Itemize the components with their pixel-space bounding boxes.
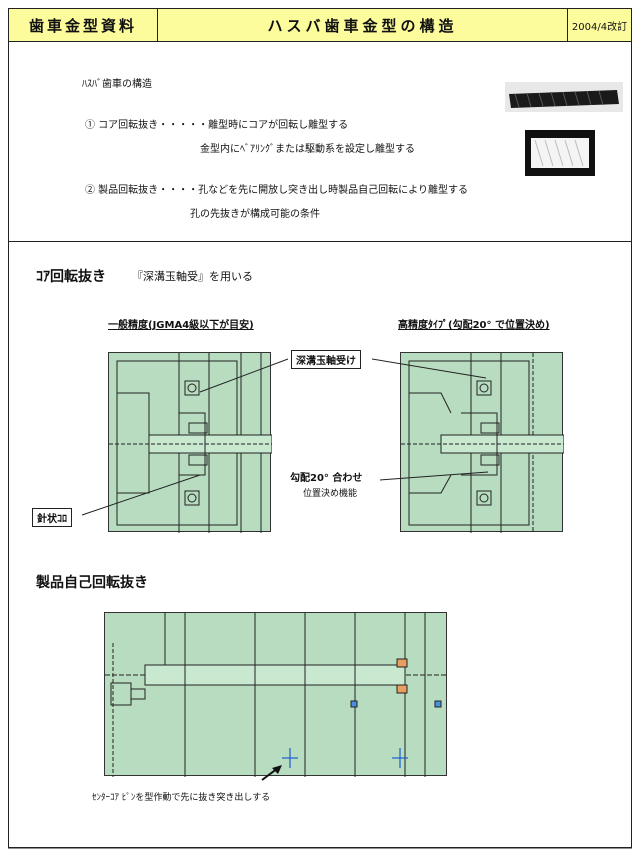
header-bar: 歯車金型資料 ハスバ歯車金型の構造 2004/4改訂	[8, 8, 632, 42]
intro-item-2-sub: 孔の先抜きが構成可能の条件	[190, 209, 320, 220]
intro-item-1-sub: 金型内にﾍﾞｱﾘﾝｸﾞまたは駆動系を設定し離型する	[200, 144, 415, 155]
positioning-label: 位置決め機能	[303, 489, 358, 499]
deep-groove-bearing-label: 深溝玉軸受け	[291, 350, 361, 369]
self-rotation-drawing	[104, 612, 448, 777]
needle-roller-label: 針状ｺﾛ	[32, 508, 72, 527]
intro-heading: ﾊｽﾊﾞ歯車の構造	[82, 79, 152, 90]
helical-gear-photo	[505, 82, 623, 112]
general-precision-caption: 一般精度(JGMA4級以下が目安)	[108, 320, 254, 331]
taper-fit-label: 勾配20° 合わせ	[290, 473, 363, 484]
intro-item-1: ① コア回転抜き・・・・・離型時にコアが回転し離型する	[85, 120, 349, 131]
core-rotation-title: ｺｱ回転抜き	[36, 269, 106, 285]
page-title: ハスバ歯車金型の構造	[158, 8, 568, 42]
revision-date: 2004/4改訂	[568, 8, 632, 42]
center-core-note: ｾﾝﾀｰｺｱ ﾋﾟﾝを型作動で先に抜き突き出しする	[92, 793, 271, 803]
white-gear-photo	[525, 130, 595, 176]
left-mold-drawing	[108, 352, 272, 533]
high-precision-caption: 高精度ﾀｲﾌﾟ(勾配20° で位置決め)	[398, 320, 550, 331]
intro-section	[8, 42, 632, 242]
core-rotation-subtitle: 『深溝玉軸受』を用いる	[132, 270, 253, 283]
header-category: 歯車金型資料	[8, 8, 158, 42]
intro-item-2: ② 製品回転抜き・・・・孔などを先に開放し突き出し時製品自己回転により離型する	[85, 185, 468, 196]
self-rotation-title: 製品自己回転抜き	[36, 575, 148, 591]
right-mold-drawing	[400, 352, 564, 533]
